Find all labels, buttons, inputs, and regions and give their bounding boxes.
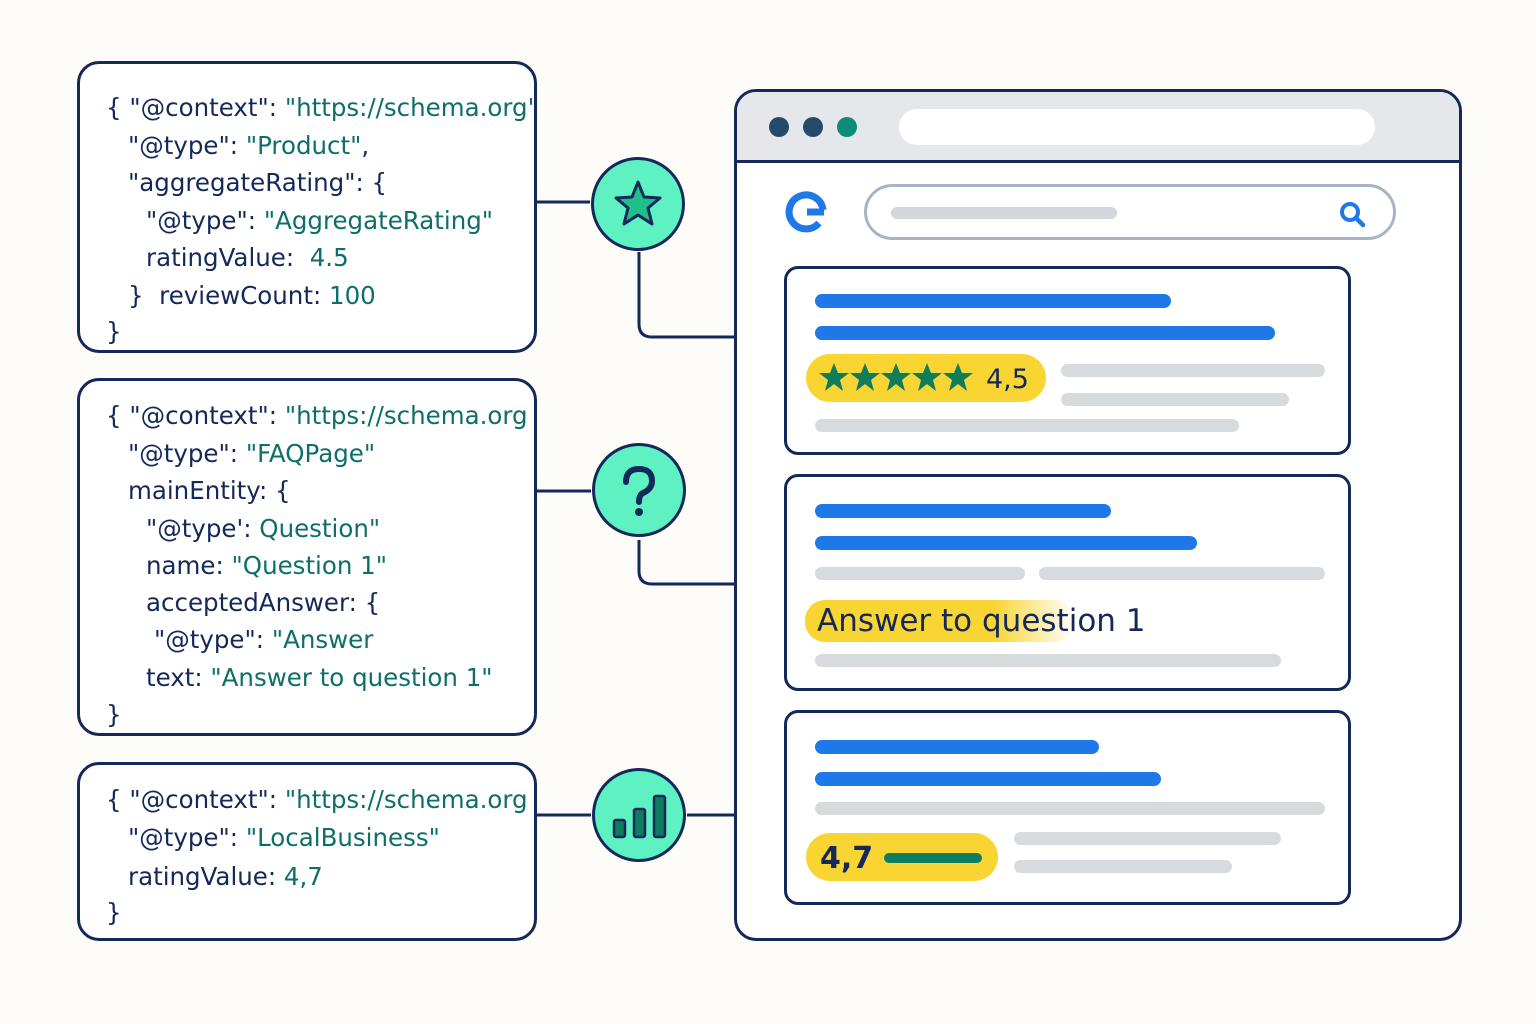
star-icon-badge (591, 157, 685, 251)
rich-snippet-star-rating: 4,5 (806, 354, 1046, 402)
localbusiness-schema-code-block: { "@context": "https://schema.org "@type… (77, 762, 537, 941)
result-title-line[interactable] (815, 740, 1099, 754)
code-line: acceptedAnswer: { (146, 588, 381, 617)
browser-window: 4,5 Answer to question 1 4,7 (734, 89, 1462, 941)
search-result-faq[interactable]: Answer to question 1 (784, 474, 1351, 691)
search-icon[interactable] (1337, 199, 1369, 231)
faq-schema-code-block: { "@context": "https://schema.org "@type… (77, 378, 537, 736)
connector-question-to-result-2 (637, 540, 783, 586)
bar-chart-icon (612, 794, 667, 839)
code-line: "@type": "Answer (154, 625, 374, 654)
code-line: text: "Answer to question 1" (146, 663, 493, 692)
product-schema-code-block: { "@context": "https://schema.org" "@typ… (77, 61, 537, 353)
code-line: } reviewCount: 100 (128, 281, 376, 310)
code-line: ratingValue: 4.5 (146, 243, 349, 272)
window-dot-2[interactable] (803, 117, 823, 137)
rating-value: 4,7 (820, 841, 874, 876)
chart-icon-badge (592, 768, 686, 862)
rating-value: 4,5 (986, 364, 1029, 395)
code-line: { "@context": "https://schema.org (106, 401, 528, 430)
code-line: name: "Question 1" (146, 551, 388, 580)
search-engine-logo-icon (785, 191, 827, 233)
result-snippet-line (1014, 832, 1281, 845)
result-snippet-line (1014, 860, 1232, 873)
result-snippet-line (815, 419, 1239, 432)
rich-snippet-rating: 4,7 (806, 833, 998, 881)
result-url-line[interactable] (815, 536, 1197, 550)
result-snippet-line (815, 654, 1281, 667)
code-line: } (106, 317, 122, 346)
code-line: } (106, 898, 122, 927)
question-mark-icon (623, 465, 656, 516)
code-line: "aggregateRating": { (128, 168, 388, 197)
result-snippet-line (815, 567, 1025, 580)
result-url-line[interactable] (815, 326, 1275, 340)
address-bar[interactable] (899, 109, 1375, 145)
code-line: { "@context": "https://schema.org" (106, 93, 537, 122)
code-line: mainEntity: { (128, 476, 291, 505)
window-dot-1[interactable] (769, 117, 789, 137)
code-line: ratingValue: 4,7 (128, 862, 323, 891)
connector-star-to-result-1 (637, 252, 783, 339)
code-line: } (106, 700, 122, 729)
faq-answer-text: Answer to question 1 (817, 603, 1146, 639)
search-result-product[interactable]: 4,5 (784, 266, 1351, 455)
browser-title-bar (737, 92, 1459, 163)
result-snippet-line (1061, 364, 1325, 377)
search-result-local-business[interactable]: 4,7 (784, 710, 1351, 905)
result-title-line[interactable] (815, 504, 1111, 518)
answer-highlight (805, 600, 1075, 642)
result-snippet-line (1039, 567, 1325, 580)
code-line: "@type': Question" (146, 514, 381, 543)
star-icon (614, 180, 662, 226)
code-line: "@type": "Product", (128, 131, 370, 160)
code-line: "@type": "AggregateRating" (146, 206, 494, 235)
window-dot-3[interactable] (837, 117, 857, 137)
rating-bar (884, 853, 982, 863)
result-title-line[interactable] (815, 294, 1171, 308)
result-url-line[interactable] (815, 772, 1161, 786)
question-icon-badge (592, 443, 686, 537)
search-input[interactable] (864, 184, 1396, 240)
result-snippet-line (815, 802, 1325, 815)
code-line: "@type": "LocalBusiness" (128, 823, 440, 852)
result-snippet-line (1061, 393, 1289, 406)
search-placeholder-bar (891, 207, 1117, 219)
code-line: "@type": "FAQPage" (128, 439, 376, 468)
five-stars-icon (819, 363, 973, 391)
code-line: { "@context": "https://schema.org (106, 785, 528, 814)
